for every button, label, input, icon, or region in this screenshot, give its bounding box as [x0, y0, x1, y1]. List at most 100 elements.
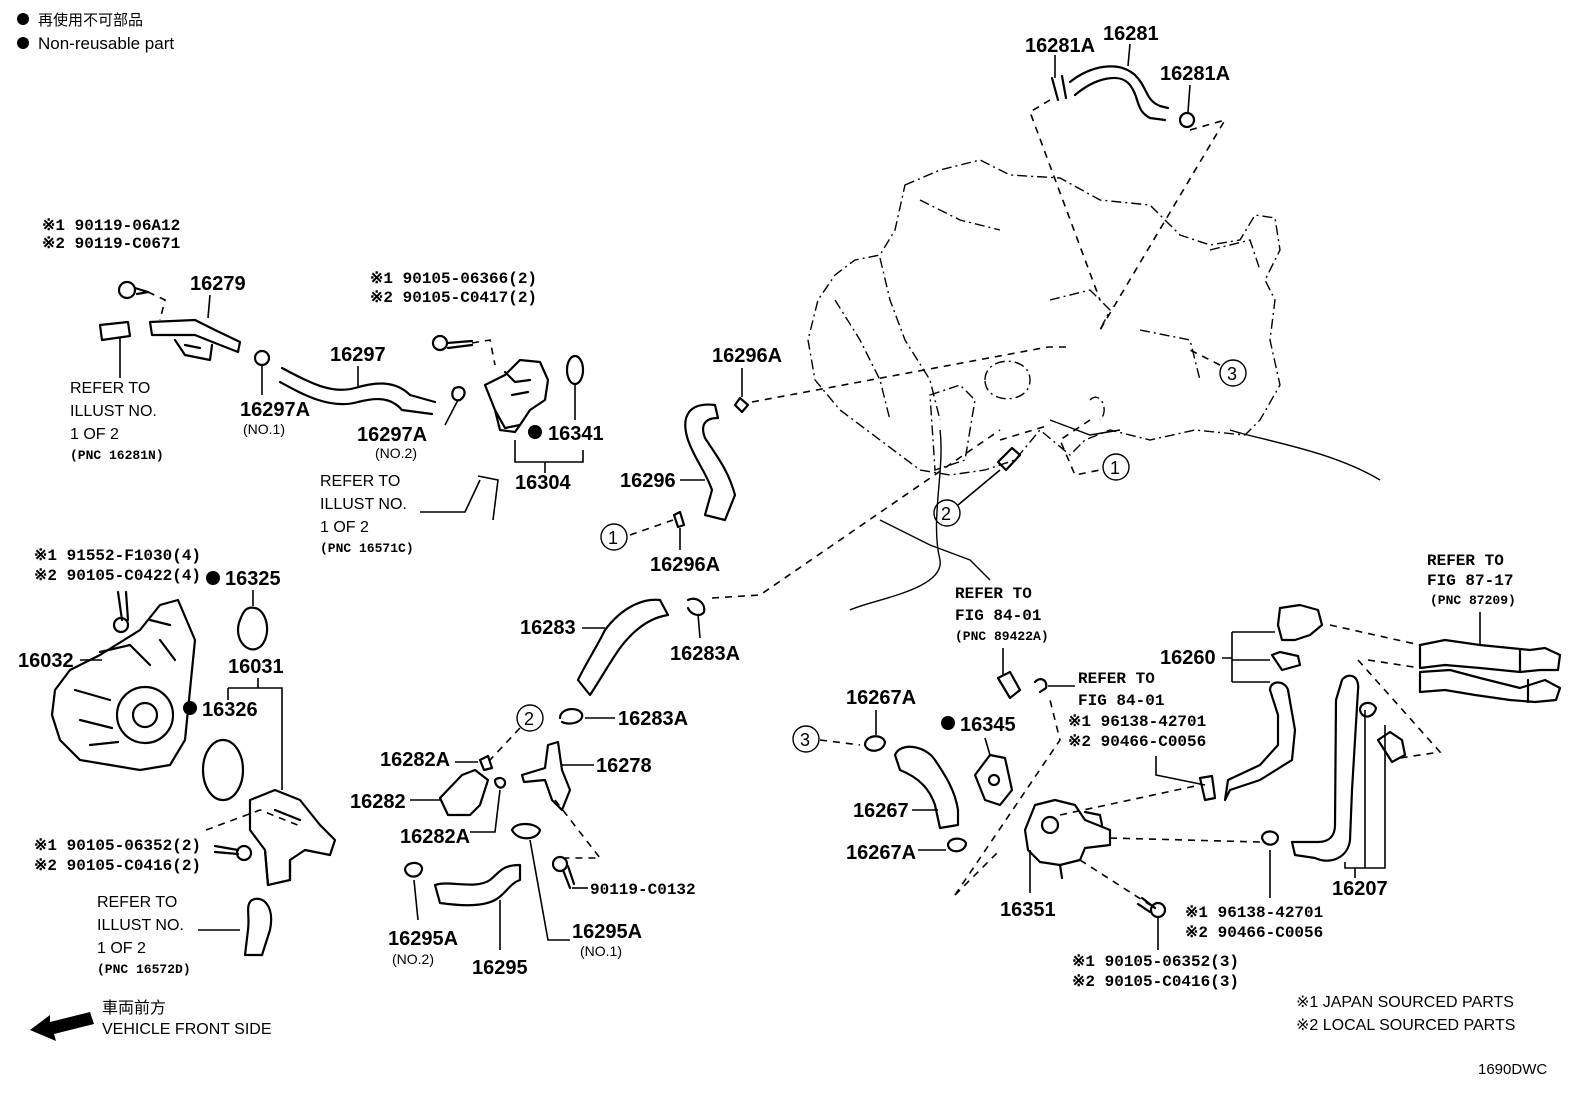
legend-en: Non-reusable part — [38, 34, 174, 53]
illustration-code: 1690DWC — [1478, 1061, 1547, 1078]
assembly-leader-lines — [711, 424, 1051, 599]
non-reusable-dot-icon — [17, 37, 29, 49]
note-japan-sourced: ※1 JAPAN SOURCED PARTS — [1296, 994, 1514, 1011]
part-label-16032: 16032 — [18, 650, 74, 672]
water-pump-16032: 16032 — [18, 598, 197, 772]
vehicle-front-indicator: 車両前方 VEHICLE FRONT SIDE — [30, 999, 272, 1041]
circle-ref-2a: 2 — [489, 704, 544, 761]
circle-ref-3b: 3 — [1189, 349, 1247, 387]
part-label-16351: 16351 — [1000, 899, 1056, 921]
refer-note-89422A: REFER TO FIG 84-01 (PNC 89422A) — [955, 585, 1049, 700]
bolt-code: 90119-C0132 — [590, 881, 696, 899]
circle-ref-number: 3 — [1227, 364, 1237, 384]
gasket-16325: 16325 — [206, 568, 281, 651]
refer-line: ILLUST NO. — [70, 403, 157, 420]
bolt-code: ※1 96138-42701 — [1068, 713, 1206, 731]
bolt-code: ※1 90105-06366(2) — [370, 270, 537, 288]
bolt-code: ※2 90466-C0056 — [1068, 733, 1206, 751]
circle-ref-number: 1 — [608, 528, 618, 548]
bolt-90119-C0132: 90119-C0132 — [551, 855, 696, 899]
part-label-16207: 16207 — [1332, 878, 1388, 900]
refer-line: 1 OF 2 — [97, 940, 146, 957]
refer-line: REFER TO — [1427, 552, 1504, 570]
part-label-16282: 16282 — [350, 791, 406, 813]
bolt-code: ※1 90105-06352(2) — [34, 837, 201, 855]
part-label-no1: (NO.1) — [243, 421, 285, 437]
part-label-16031: 16031 — [228, 656, 284, 678]
hose-16267: 16267A 16267 16267A — [846, 687, 968, 864]
hose-16260: 16260 — [1160, 603, 1324, 802]
part-label-no2: (NO.2) — [392, 951, 434, 967]
refer-line: REFER TO — [1078, 670, 1155, 688]
part-label-16278: 16278 — [596, 755, 652, 777]
circle-ref-3a: 3 — [792, 725, 861, 753]
part-label-16295A: 16295A — [572, 921, 642, 943]
hose-16282: 16282A 16282 16282A — [350, 749, 507, 848]
refer-line: ILLUST NO. — [320, 496, 407, 513]
part-label-16304: 16304 — [515, 472, 571, 494]
part-label-16267A: 16267A — [846, 687, 916, 709]
part-label-16326: 16326 — [202, 699, 258, 721]
gasket-16345: 16345 — [941, 714, 1016, 807]
hose-16296: 16296A 16296 16296A — [620, 345, 1068, 576]
refer-line: (PNC 16571C) — [320, 541, 414, 556]
circle-ref-2b: 2 — [933, 446, 1022, 527]
bolt-codes-16351-bottom: ※1 90105-06352(3) ※2 90105-C0416(3) — [1072, 896, 1239, 991]
heater-pipe — [1329, 624, 1562, 704]
part-label-16297A: 16297A — [357, 424, 427, 446]
housing-16031: 16031 16326 — [183, 656, 337, 887]
refer-line: ILLUST NO. — [97, 917, 184, 934]
circle-ref-number: 2 — [941, 504, 951, 524]
bolt-code: ※2 90466-C0056 — [1185, 924, 1323, 942]
refer-note-84-01: REFER TO FIG 84-01 — [1033, 670, 1164, 710]
refer-note-87209: REFER TO FIG 87-17 (PNC 87209) — [1427, 552, 1516, 645]
part-label-16296A: 16296A — [712, 345, 782, 367]
part-label-16282A: 16282A — [400, 826, 470, 848]
circle-ref-number: 1 — [1110, 458, 1120, 478]
non-reusable-dot-icon — [17, 13, 29, 25]
part-label-16281: 16281 — [1103, 23, 1159, 45]
engine-phantom-outline — [807, 159, 1281, 476]
part-label-16341: 16341 — [548, 423, 604, 445]
part-label-no2: (NO.2) — [375, 445, 417, 461]
part-label-16279: 16279 — [190, 273, 246, 295]
bolt-codes-16032: ※1 91552-F1030(4) ※2 90105-C0422(4) — [34, 547, 201, 634]
circle-ref-number: 2 — [524, 709, 534, 729]
bolt-codes-16304: ※1 90105-06366(2) ※2 90105-C0417(2) — [370, 270, 537, 366]
bolt-code: ※2 90105-C0422(4) — [34, 567, 201, 585]
non-reusable-dot-icon — [528, 425, 542, 439]
front-label-en: VEHICLE FRONT SIDE — [102, 1021, 272, 1038]
circle-ref-1b: 1 — [1059, 419, 1130, 481]
part-label-16295A: 16295A — [388, 928, 458, 950]
front-label-jp: 車両前方 — [102, 999, 166, 1017]
refer-line: REFER TO — [320, 473, 400, 490]
bolt-code: ※2 90105-C0417(2) — [370, 289, 537, 307]
part-label-16297A: 16297A — [240, 399, 310, 421]
water-bypass-pipe-16279: 16279 — [98, 273, 246, 378]
bolt-icon — [117, 280, 166, 321]
legend-jp: 再使用不可部品 — [38, 12, 143, 29]
part-label-16297: 16297 — [330, 344, 386, 366]
refer-line: FIG 84-01 — [955, 607, 1041, 625]
part-label-16295: 16295 — [472, 957, 528, 979]
part-label-16296: 16296 — [620, 470, 676, 492]
refer-line: REFER TO — [70, 380, 150, 397]
refer-line: REFER TO — [955, 585, 1032, 603]
refer-line: 1 OF 2 — [320, 519, 369, 536]
hose-16297: 16297 — [278, 344, 437, 416]
part-label-16296A: 16296A — [650, 554, 720, 576]
part-label-16345: 16345 — [960, 714, 1016, 736]
part-label-no1: (NO.1) — [580, 943, 622, 959]
part-label-16281A: 16281A — [1160, 63, 1230, 85]
hose-16283: 16283 16283A — [520, 597, 740, 697]
bolt-code: ※2 90119-C0671 — [42, 235, 180, 253]
water-inlet-16304: 16341 16304 — [483, 354, 604, 494]
hose-16281-label: 16281A 16281 16281A — [1025, 23, 1230, 331]
bolt-code: ※2 90105-C0416(2) — [34, 857, 201, 875]
bolt-code: ※1 96138-42701 — [1185, 904, 1323, 922]
refer-line: (PNC 16572D) — [97, 962, 191, 977]
clamp-16297A-no2: 16297A (NO.2) — [357, 386, 466, 461]
sourcing-notes: ※1 JAPAN SOURCED PARTS ※2 LOCAL SOURCED … — [1296, 994, 1547, 1078]
thermostat-housing-16351: 16351 — [954, 699, 1261, 921]
